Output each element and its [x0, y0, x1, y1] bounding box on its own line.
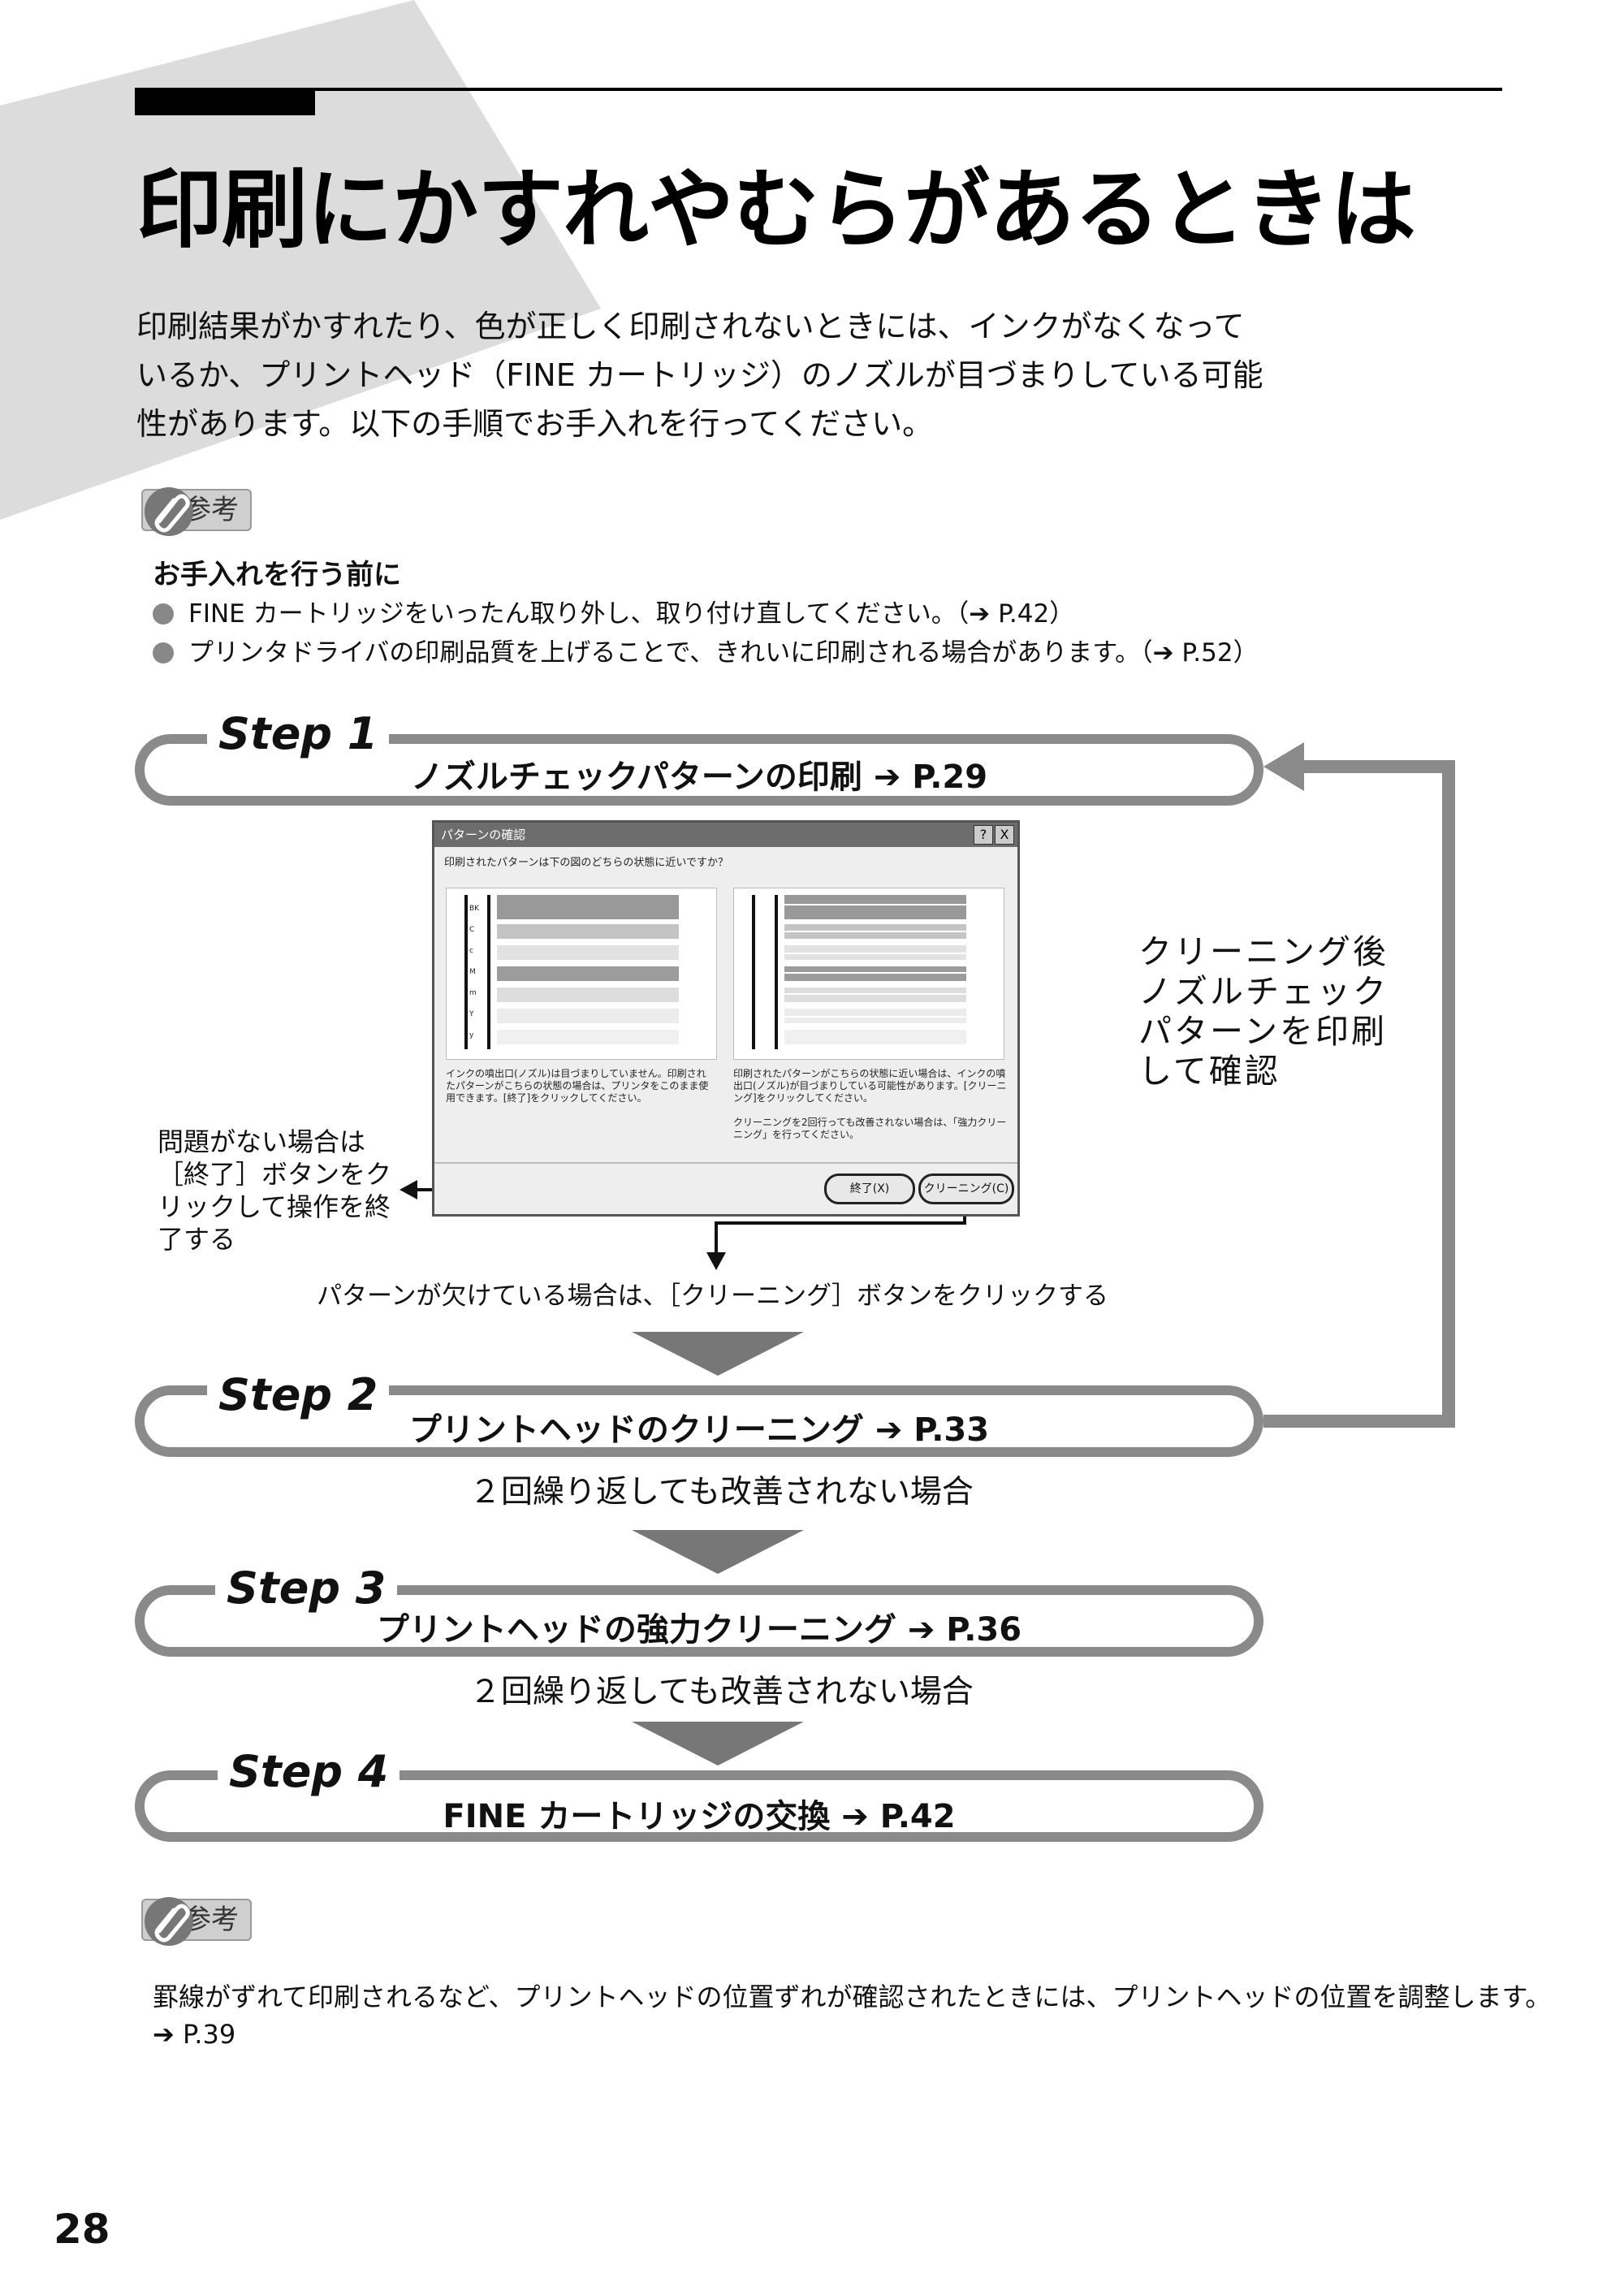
close-icon[interactable]: X: [995, 825, 1014, 845]
ok-note: 問題がない場合は ［終了］ボタンをク リックして操作を終 了する: [158, 1126, 392, 1255]
step-3-text[interactable]: プリントヘッドの強力クリーニング ➔ P.36: [376, 1611, 1022, 1649]
dialog-question: 印刷されたパターンは下の図のどちらの状態に近いですか？: [444, 857, 728, 869]
repeat-note: ２回繰り返しても改善されない場合: [469, 1474, 974, 1511]
list-item: FINE カートリッジをいったん取り外し、取り付け直してください。（➔ P.42…: [153, 594, 1259, 633]
help-icon[interactable]: ?: [974, 825, 993, 845]
dialog-titlebar: パターンの確認 ? X: [434, 823, 1017, 847]
intro-line: 性があります。以下の手順でお手入れを行ってください。: [136, 406, 934, 442]
cleaning-button[interactable]: クリーニング(C): [918, 1173, 1014, 1204]
bullet-dot-icon: [153, 642, 174, 663]
page-title: 印刷にかすれやむらがあるときは: [136, 160, 1416, 260]
step-4-text[interactable]: FINE カートリッジの交換 ➔ P.42: [443, 1798, 956, 1835]
page-number: 28: [54, 2206, 110, 2253]
step-4-label: Step 4: [218, 1746, 400, 1797]
pattern-bad-panel: [733, 888, 1004, 1060]
down-arrow-icon: [632, 1722, 804, 1766]
missing-pattern-note: パターンが欠けている場合は、［クリーニング］ボタンをクリックする: [317, 1281, 1108, 1311]
arrow-left-icon: [400, 1180, 417, 1199]
paperclip-icon: [145, 487, 193, 536]
paperclip-icon: [145, 1897, 193, 1946]
footer-note: 罫線がずれて印刷されるなど、プリントヘッドの位置ずれが確認されたときには、プリン…: [153, 1978, 1551, 2053]
arrow-down-icon: [706, 1252, 726, 1270]
before-care-heading: お手入れを行う前に: [153, 559, 401, 591]
intro-line: 印刷結果がかすれたり、色が正しく印刷されないときには、インクがなくなって: [136, 309, 1245, 344]
reference-badge: 参考: [141, 487, 252, 536]
good-pattern-image: [464, 895, 679, 1049]
down-arrow-icon: [632, 1332, 804, 1376]
intro-line: いるか、プリントヘッド（FINE カートリッジ）のノズルが目づまりしている可能: [136, 357, 1263, 393]
bad-pattern-text: 印刷されたパターンがこちらの状態に近い場合は、インクの噴出口(ノズル)が目づまり…: [733, 1068, 1007, 1104]
step-1-text[interactable]: ノズルチェックパターンの印刷 ➔ P.29: [410, 759, 988, 796]
step-1-frame: [135, 734, 1263, 806]
step-2-label: Step 2: [207, 1369, 390, 1420]
step-3-label: Step 3: [215, 1562, 398, 1614]
step-3-frame: [135, 1585, 1263, 1657]
bad-pattern-image: [752, 895, 966, 1049]
dialog-title: パターンの確認: [441, 828, 526, 842]
step-1-label: Step 1: [207, 708, 390, 759]
dialog-divider: [434, 1162, 1017, 1164]
pattern-check-dialog: パターンの確認 ? X 印刷されたパターンは下の図のどちらの状態に近いですか？ …: [432, 820, 1020, 1217]
footer-link[interactable]: ➔ P.39: [153, 2019, 236, 2050]
list-item: プリンタドライバの印刷品質を上げることで、きれいに印刷される場合があります。（➔…: [153, 633, 1259, 672]
reference-badge: 参考: [141, 1897, 252, 1946]
step-4-frame: [135, 1770, 1263, 1842]
arrow-left-icon: [1263, 742, 1304, 791]
intro-paragraph: 印刷結果がかすれたり、色が正しく印刷されないときには、インクがなくなって いるか…: [136, 302, 1322, 448]
repeat-note: ２回繰り返しても改善されない場合: [469, 1674, 974, 1710]
good-pattern-text: インクの噴出口(ノズル)は目づまりしていません。印刷されたパターンがこちらの状態…: [446, 1068, 709, 1104]
bad-pattern-text-2: クリーニングを2回行っても改善されない場合は、「強力クリーニング」を行ってくださ…: [733, 1117, 1007, 1140]
exit-button[interactable]: 終了(X): [824, 1173, 915, 1204]
pattern-good-panel: BK C c M m Y y: [446, 888, 717, 1060]
down-arrow-icon: [632, 1530, 804, 1574]
loop-arrow: [1263, 760, 1455, 1428]
ink-labels: BK C c M m Y y: [469, 905, 480, 1039]
before-care-list: FINE カートリッジをいったん取り外し、取り付け直してください。（➔ P.42…: [153, 594, 1259, 672]
side-note: クリーニング後 ノズルチェック パターンを印刷 して確認: [1138, 932, 1389, 1091]
step-2-text[interactable]: プリントヘッドのクリーニング ➔ P.33: [408, 1411, 990, 1449]
bullet-dot-icon: [153, 603, 174, 625]
step-2-frame: [135, 1385, 1263, 1457]
